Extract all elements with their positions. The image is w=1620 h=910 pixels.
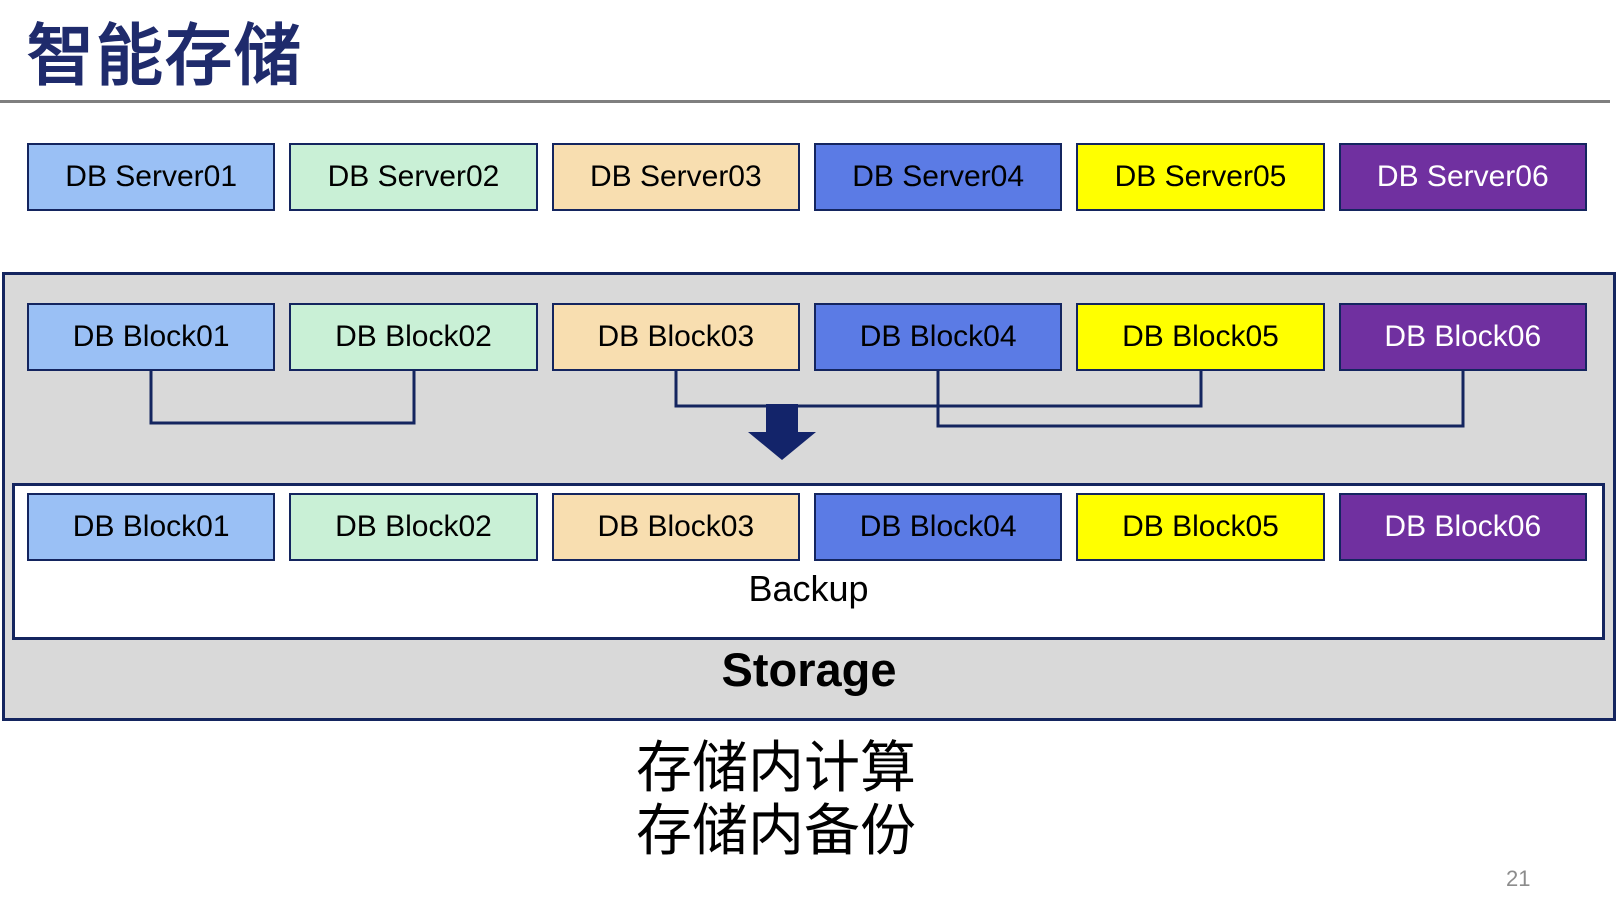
db-block-bottom-box: DB Block06 [1338, 493, 1587, 561]
db-block-top-box: DB Block01 [27, 303, 276, 371]
backup-label: Backup [748, 568, 869, 609]
caption-line-2: 存储内备份 [636, 799, 916, 862]
db-block-bottom-box: DB Block05 [1076, 493, 1325, 561]
caption-block: 存储内计算 存储内备份 [636, 736, 916, 862]
db-block-bottom-box: DB Block03 [551, 493, 800, 561]
storage-label: Storage [721, 643, 897, 696]
page-number: 21 [1506, 866, 1531, 891]
slide-title: 智能存储 [27, 19, 303, 94]
db-block-top-box: DB Block05 [1076, 303, 1325, 371]
db-block-top-box: DB Block04 [813, 303, 1063, 371]
db-block-bottom-box: DB Block02 [289, 493, 538, 561]
db-block-top-box: DB Block03 [551, 303, 800, 371]
db-server-box: DB Server06 [1338, 143, 1587, 211]
db-server-box: DB Server01 [27, 143, 276, 211]
db-server-box: DB Server05 [1076, 143, 1325, 211]
db-server-box: DB Server03 [551, 143, 800, 211]
caption-line-1: 存储内计算 [636, 736, 916, 799]
db-server-box: DB Server02 [289, 143, 538, 211]
db-block-top-box: DB Block06 [1338, 303, 1587, 371]
title-divider [0, 100, 1610, 103]
db-server-box: DB Server04 [813, 143, 1063, 211]
db-block-bottom-box: DB Block01 [27, 493, 276, 561]
db-block-top-box: DB Block02 [289, 303, 538, 371]
db-block-bottom-box: DB Block04 [813, 493, 1063, 561]
backup-box [12, 483, 1605, 640]
